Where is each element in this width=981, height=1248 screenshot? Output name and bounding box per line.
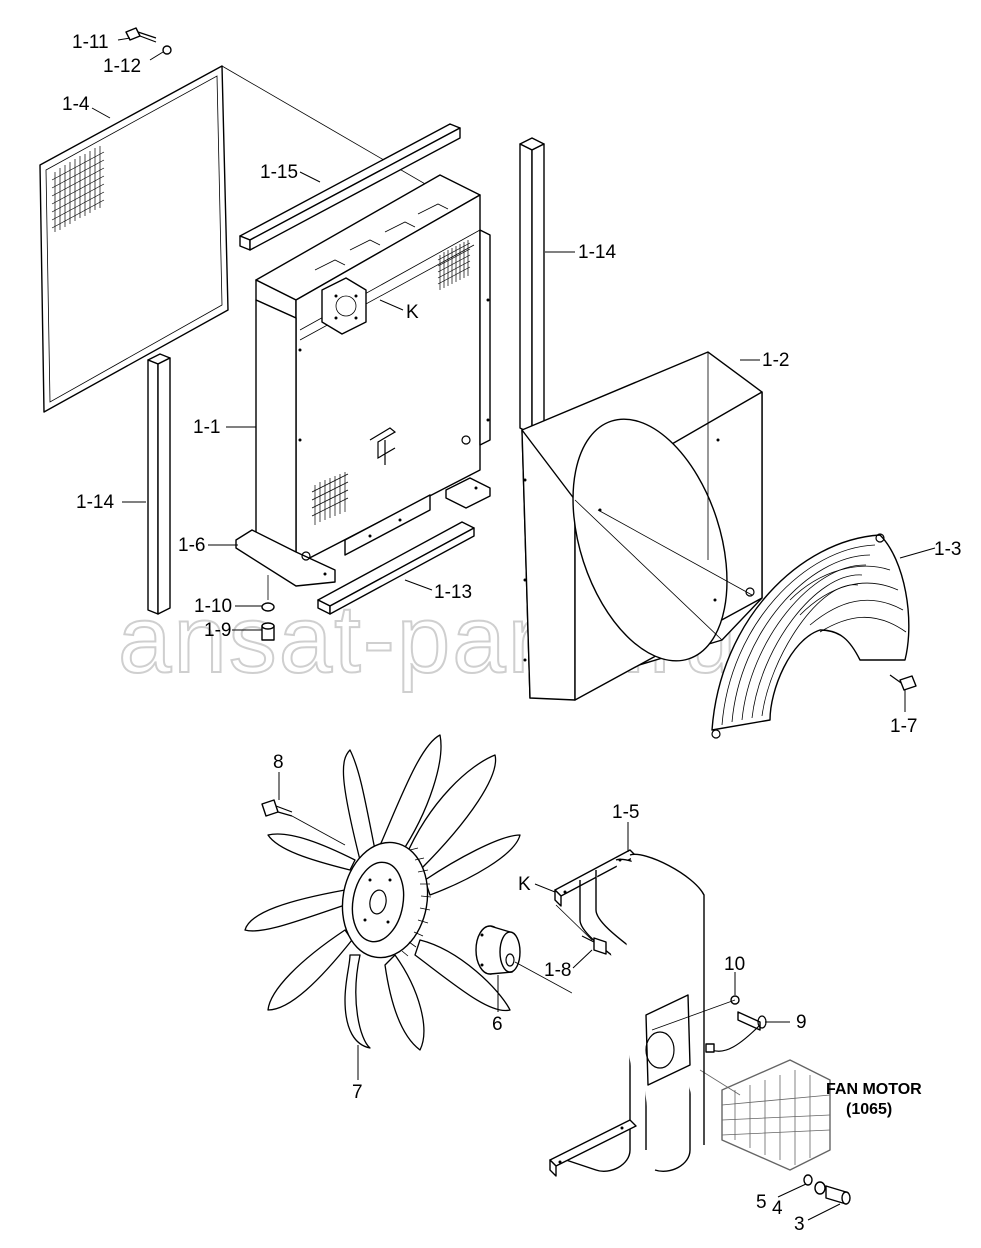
- label-1-11: 1-11: [72, 32, 109, 53]
- part-9-sensor: [651, 999, 767, 1053]
- part-1-11-bolt: [125, 27, 157, 43]
- part-1-8-bolt: [555, 904, 607, 955]
- label-1-1: 1-1: [193, 417, 220, 438]
- label-1-4: 1-4: [62, 94, 90, 115]
- part-1-2-shroud: [521, 351, 763, 701]
- fan-motor-assembly: [699, 1059, 831, 1171]
- part-1-9-bolt: [261, 575, 275, 641]
- part-1-10-washer: [261, 602, 275, 612]
- label-7: 7: [352, 1082, 363, 1103]
- part-4-washer: [814, 1181, 826, 1195]
- part-5-washer: [803, 1174, 813, 1186]
- label-1-2: 1-2: [762, 350, 789, 371]
- label-1-6: 1-6: [178, 535, 205, 556]
- label-1-10: 1-10: [194, 596, 232, 617]
- part-1-13-seal: [317, 521, 475, 615]
- label-10: 10: [724, 954, 745, 975]
- label-5: 5: [756, 1192, 767, 1213]
- part-1-7-bolt: [889, 674, 917, 691]
- label-1-7: 1-7: [890, 716, 917, 737]
- label-1-12: 1-12: [103, 56, 141, 77]
- label-4: 4: [772, 1198, 783, 1219]
- label-1-14-right: 1-14: [578, 242, 616, 263]
- label-3: 3: [794, 1214, 805, 1235]
- label-fan-motor: FAN MOTOR: [826, 1081, 922, 1098]
- label-8: 8: [273, 752, 284, 773]
- label-9: 9: [796, 1012, 807, 1033]
- part-7-fan: [244, 734, 521, 1051]
- part-6-hub: [475, 925, 641, 1031]
- label-K-bottom: K: [518, 874, 531, 895]
- part-1-3-fan-guard: [711, 533, 910, 739]
- label-6: 6: [492, 1014, 503, 1035]
- label-fan-motor-ref: (1065): [846, 1101, 892, 1118]
- label-1-5: 1-5: [612, 802, 639, 823]
- part-8-bolt: [261, 799, 346, 846]
- part-1-14-seal-right: [519, 137, 545, 435]
- part-labels: 1-11 1-12 1-4 1-15 1-14 K 1-2 1-1 1-14 1…: [62, 32, 961, 1235]
- label-1-8: 1-8: [544, 960, 571, 981]
- part-1-14-seal-left: [147, 353, 171, 615]
- part-1-15-seal: [239, 123, 461, 251]
- part-1-12-washer: [162, 45, 172, 55]
- label-1-14-left: 1-14: [76, 492, 114, 513]
- label-1-15: 1-15: [260, 162, 298, 183]
- label-1-9: 1-9: [204, 620, 231, 641]
- label-1-3: 1-3: [934, 539, 961, 560]
- part-1-1-radiator: [235, 174, 491, 587]
- label-1-13: 1-13: [434, 582, 472, 603]
- part-1-4-screen: [39, 65, 229, 413]
- part-3-bolt: [825, 1185, 851, 1205]
- part-1-5-bracket: [549, 849, 705, 1177]
- leader-lines: [91, 37, 936, 1221]
- label-K-top: K: [406, 302, 419, 323]
